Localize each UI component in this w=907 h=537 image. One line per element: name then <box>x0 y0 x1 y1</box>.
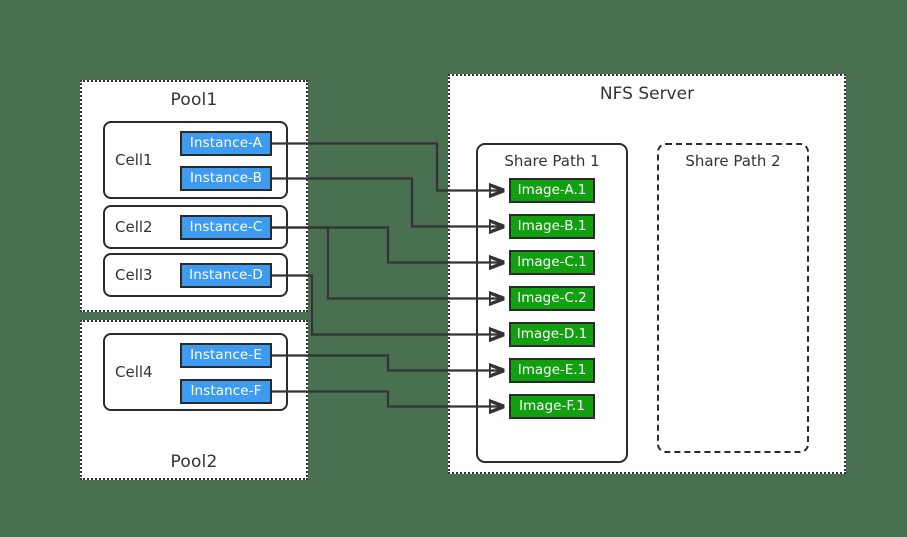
image-chip-image-c-2[interactable]: Image-C.2 <box>509 286 595 311</box>
instance-chip-instance-a[interactable]: Instance-A <box>180 131 272 156</box>
image-chip-image-d-1[interactable]: Image-D.1 <box>509 322 595 347</box>
image-chip-image-c-1[interactable]: Image-C.1 <box>509 250 595 275</box>
pool2-label: Pool2 <box>170 452 218 472</box>
instance-chip-instance-d[interactable]: Instance-D <box>180 263 272 288</box>
image-chip-image-a-1[interactable]: Image-A.1 <box>509 178 595 203</box>
instance-chip-instance-c[interactable]: Instance-C <box>180 215 272 240</box>
image-chip-image-f-1[interactable]: Image-F.1 <box>509 394 595 419</box>
share-path-2-label: Share Path 2 <box>685 152 781 170</box>
image-chip-image-b-1[interactable]: Image-B.1 <box>509 214 595 239</box>
instance-chip-instance-b[interactable]: Instance-B <box>180 166 272 191</box>
instance-chip-instance-e[interactable]: Instance-E <box>180 343 272 368</box>
pool1-label: Pool1 <box>170 90 218 110</box>
cell2-label: Cell2 <box>115 218 153 236</box>
nfs-server-label: NFS Server <box>599 84 695 104</box>
image-chip-image-e-1[interactable]: Image-E.1 <box>509 358 595 383</box>
share-path-1-label: Share Path 1 <box>504 152 600 170</box>
cell4-label: Cell4 <box>115 363 153 381</box>
cell3-label: Cell3 <box>115 266 153 284</box>
cell1-label: Cell1 <box>115 151 153 169</box>
share-path-2-container: Share Path 2 <box>657 143 809 453</box>
instance-chip-instance-f[interactable]: Instance-F <box>180 379 272 404</box>
